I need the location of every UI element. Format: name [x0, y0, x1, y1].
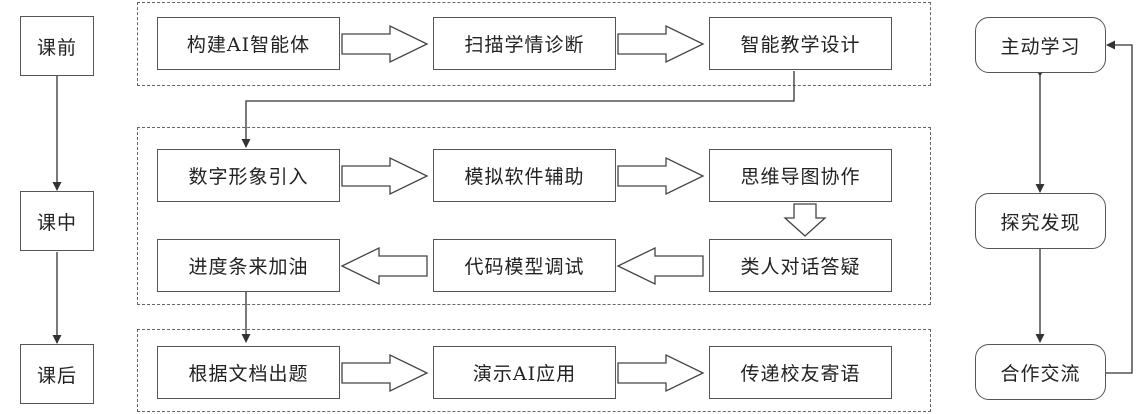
- step-humanlike-qa: 类人对话答疑: [709, 239, 892, 292]
- post-class-group: [137, 329, 931, 412]
- step-mind-map-collab: 思维导图协作: [709, 149, 892, 202]
- block-arrow-left: [340, 246, 428, 286]
- stage-in-class: 课中: [20, 191, 94, 251]
- stage-pre-class: 课前: [20, 16, 94, 76]
- step-build-ai-agent: 构建AI智能体: [157, 17, 340, 70]
- step-smart-design: 智能教学设计: [709, 17, 892, 70]
- block-arrow-right: [617, 24, 705, 64]
- step-progress-bar: 进度条来加油: [157, 239, 340, 292]
- step-code-model-debug: 代码模型调试: [433, 239, 616, 292]
- block-arrow-left: [616, 246, 704, 286]
- block-arrow-right: [617, 353, 705, 393]
- mode-cooperative-exchange: 合作交流: [975, 344, 1106, 400]
- step-digital-avatar-intro: 数字形象引入: [157, 149, 340, 202]
- stage-post-class: 课后: [20, 344, 94, 404]
- step-doc-question-gen: 根据文档出题: [157, 346, 340, 399]
- loop-arrow-cooperate-active: [1098, 40, 1133, 378]
- block-arrow-right: [341, 353, 429, 393]
- mode-active-learning: 主动学习: [975, 17, 1106, 73]
- step-alumni-message: 传递校友寄语: [709, 346, 892, 399]
- connector-pre-to-in: [241, 71, 795, 148]
- block-arrow-right: [341, 156, 429, 196]
- mode-inquiry-discovery: 探究发现: [975, 193, 1106, 249]
- pre-class-group: [137, 2, 931, 86]
- block-arrow-down: [783, 203, 827, 237]
- block-arrow-right: [617, 156, 705, 196]
- step-demo-ai-app: 演示AI应用: [433, 346, 616, 399]
- step-scan-diagnosis: 扫描学情诊断: [433, 17, 616, 70]
- block-arrow-right: [341, 24, 429, 64]
- in-class-group: [137, 127, 931, 305]
- step-simulation-software: 模拟软件辅助: [433, 149, 616, 202]
